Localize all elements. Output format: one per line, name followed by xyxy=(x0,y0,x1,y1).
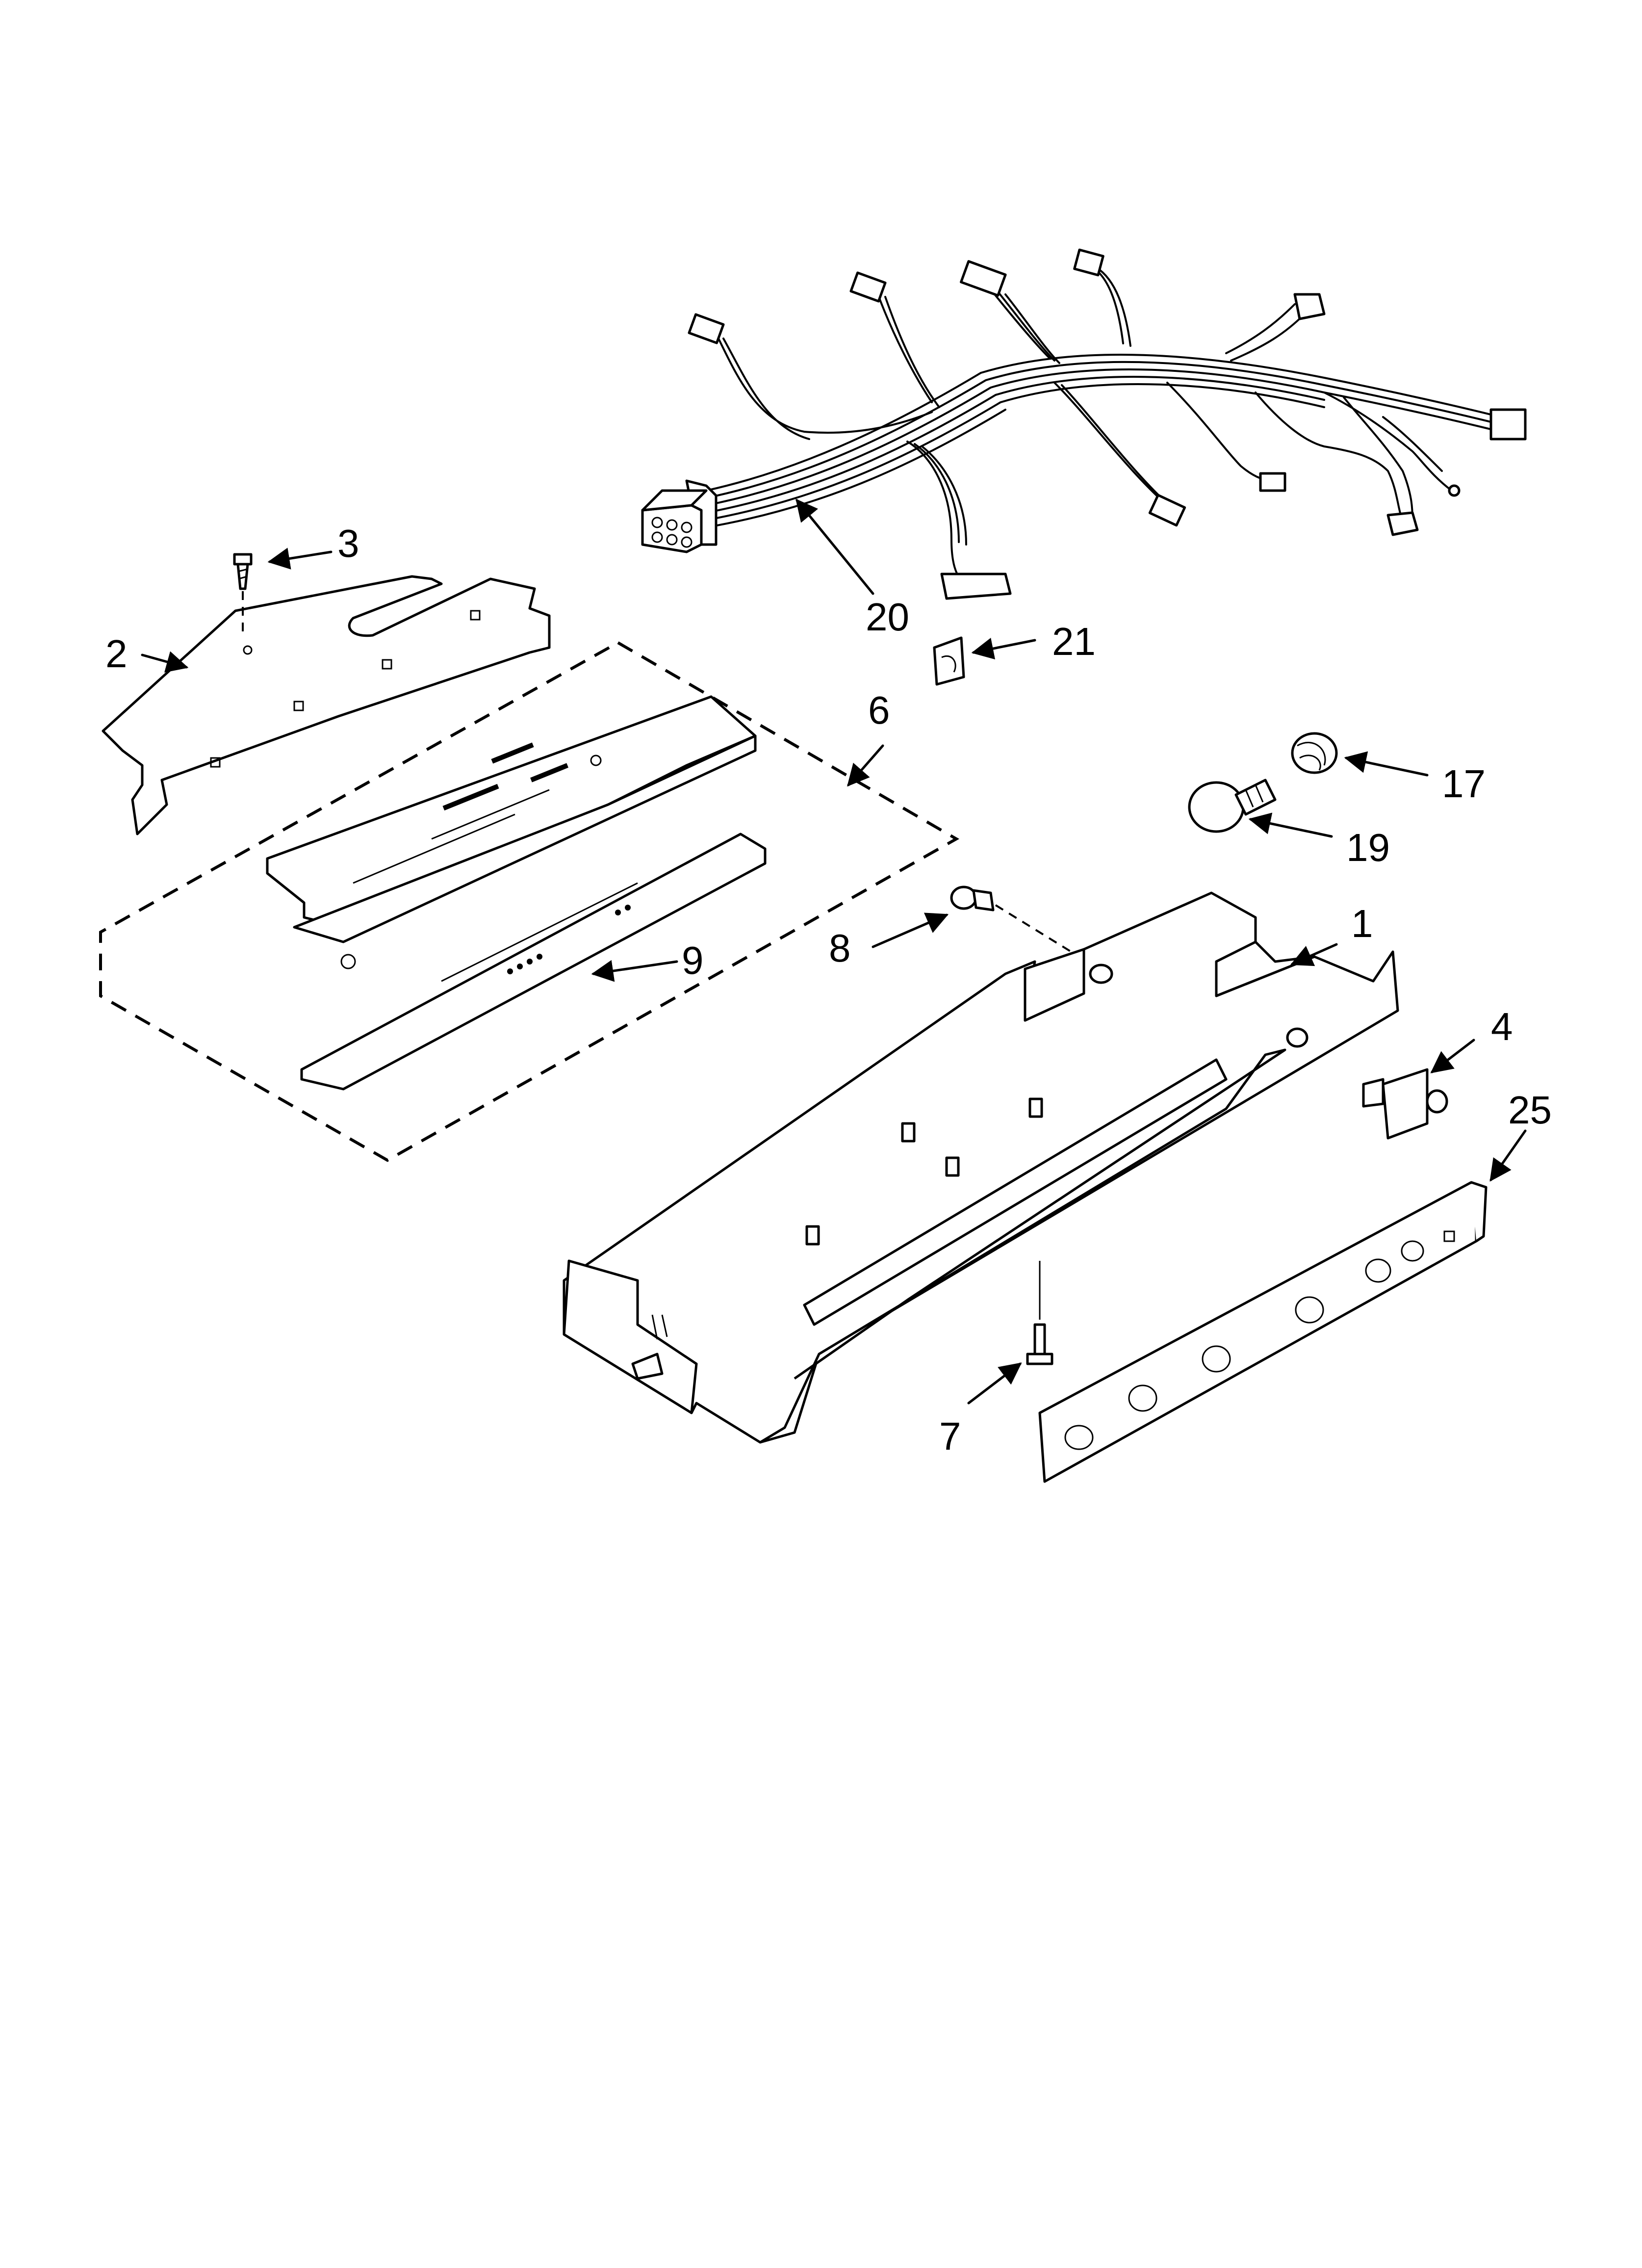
connector-small-1 xyxy=(688,313,725,344)
light-bulb xyxy=(1188,779,1277,833)
terminal-bottom xyxy=(1386,511,1419,536)
callout-4: 4 xyxy=(1491,1005,1513,1048)
leader-lines xyxy=(141,498,1527,1405)
callout-7: 7 xyxy=(939,1414,961,1458)
connector-small-4 xyxy=(1073,248,1104,277)
screw-7 xyxy=(1026,1261,1053,1365)
connector-small-3 xyxy=(960,260,1007,297)
callout-labels: 3 2 6 9 8 20 21 17 19 1 4 25 7 xyxy=(105,521,1552,1458)
connector-main-block xyxy=(641,479,718,553)
callout-6: 6 xyxy=(868,688,890,732)
connector-bottom xyxy=(940,573,1012,600)
lamp-socket xyxy=(1291,732,1338,774)
callout-2: 2 xyxy=(105,632,128,676)
connector-right xyxy=(1489,408,1527,441)
control-overlay xyxy=(1038,1181,1488,1483)
connector-small-6 xyxy=(1259,472,1286,492)
terminal-top xyxy=(1293,293,1326,320)
callout-1: 1 xyxy=(1351,902,1373,945)
led-board xyxy=(300,833,767,1091)
wire-harness xyxy=(641,248,1527,600)
callout-19: 19 xyxy=(1346,826,1390,869)
shield-plate xyxy=(102,575,551,835)
wire-clip xyxy=(933,636,965,686)
callout-3: 3 xyxy=(337,521,359,565)
terminal-ring xyxy=(1448,484,1461,497)
callout-21: 21 xyxy=(1052,620,1096,663)
switch xyxy=(1362,1068,1448,1140)
connector-small-2 xyxy=(849,271,887,303)
callout-25: 25 xyxy=(1508,1088,1552,1132)
callout-9: 9 xyxy=(682,938,704,982)
control-board-assembly xyxy=(99,641,960,1162)
screw-3 xyxy=(233,553,253,638)
control-housing xyxy=(563,891,1399,1444)
callout-8: 8 xyxy=(829,926,851,970)
callout-20: 20 xyxy=(866,595,909,639)
connector-small-5 xyxy=(1148,494,1186,527)
callout-17: 17 xyxy=(1442,762,1486,806)
